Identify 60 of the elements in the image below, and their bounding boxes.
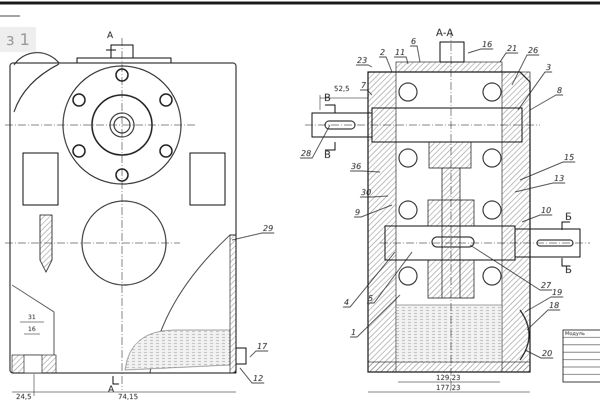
leader-line — [470, 244, 553, 290]
callout-number: 20 — [541, 349, 554, 358]
callout-number: 3 — [545, 63, 552, 72]
section-letter: А-А — [436, 28, 454, 39]
leader-line — [350, 170, 380, 172]
leader-line — [514, 182, 566, 192]
leader-line — [356, 64, 372, 68]
callout-number: 36 — [350, 162, 362, 171]
leader-line — [500, 52, 519, 62]
callout-number: 11 — [394, 48, 406, 57]
callout-number: 7 — [360, 81, 368, 90]
leader-line — [360, 90, 372, 96]
leader-line — [354, 204, 392, 218]
callout-number: 29 — [262, 224, 274, 233]
leader-line — [378, 56, 392, 72]
callout-number: 17 — [256, 342, 268, 351]
leader-line — [524, 350, 554, 358]
callout-number: 18 — [548, 301, 560, 310]
leader-line — [232, 232, 275, 240]
callout-number: 13 — [553, 174, 566, 183]
leader-line — [250, 350, 269, 358]
leader-line — [520, 162, 576, 180]
leader-line — [524, 296, 564, 312]
figure-label: з 1 — [0, 27, 36, 52]
callout-number: 26 — [527, 46, 540, 55]
callout-number: 1 — [350, 328, 358, 337]
leader-line — [360, 196, 388, 198]
section-letter: А — [107, 31, 114, 41]
leader-line — [240, 368, 265, 384]
callout-number: 6 — [410, 37, 418, 46]
section-letter: Б — [565, 212, 572, 223]
leader-line — [366, 252, 412, 304]
callout-number: 10 — [540, 206, 552, 215]
callout-number: 27 — [540, 281, 552, 290]
section-letter: В — [324, 93, 331, 104]
callout-number: 9 — [354, 208, 362, 217]
callout-number: 23 — [356, 56, 368, 65]
callout-number: 28 — [300, 149, 312, 158]
leader-line — [518, 72, 552, 110]
leader-line — [530, 94, 564, 110]
leader-line — [512, 54, 540, 86]
callout-number: 4 — [343, 298, 350, 307]
callout-number: 2 — [379, 48, 386, 57]
callout-number: 16 — [481, 40, 494, 49]
leader-line — [526, 310, 561, 330]
leader-line — [410, 46, 420, 62]
callout-number: 15 — [563, 153, 576, 162]
section-letter: А — [108, 385, 114, 395]
leader-line — [342, 252, 396, 308]
leader-line — [300, 124, 330, 158]
leader-line — [468, 48, 494, 54]
leader-line — [350, 294, 400, 338]
callout-number: 5 — [367, 294, 374, 303]
leader-line — [394, 56, 408, 64]
callout-number: 21 — [506, 44, 518, 53]
callout-number: 8 — [556, 86, 564, 95]
leader-line — [522, 214, 553, 222]
section-letter: В — [324, 150, 331, 161]
callout-number: 12 — [252, 374, 264, 383]
callout-number: 19 — [551, 288, 564, 297]
